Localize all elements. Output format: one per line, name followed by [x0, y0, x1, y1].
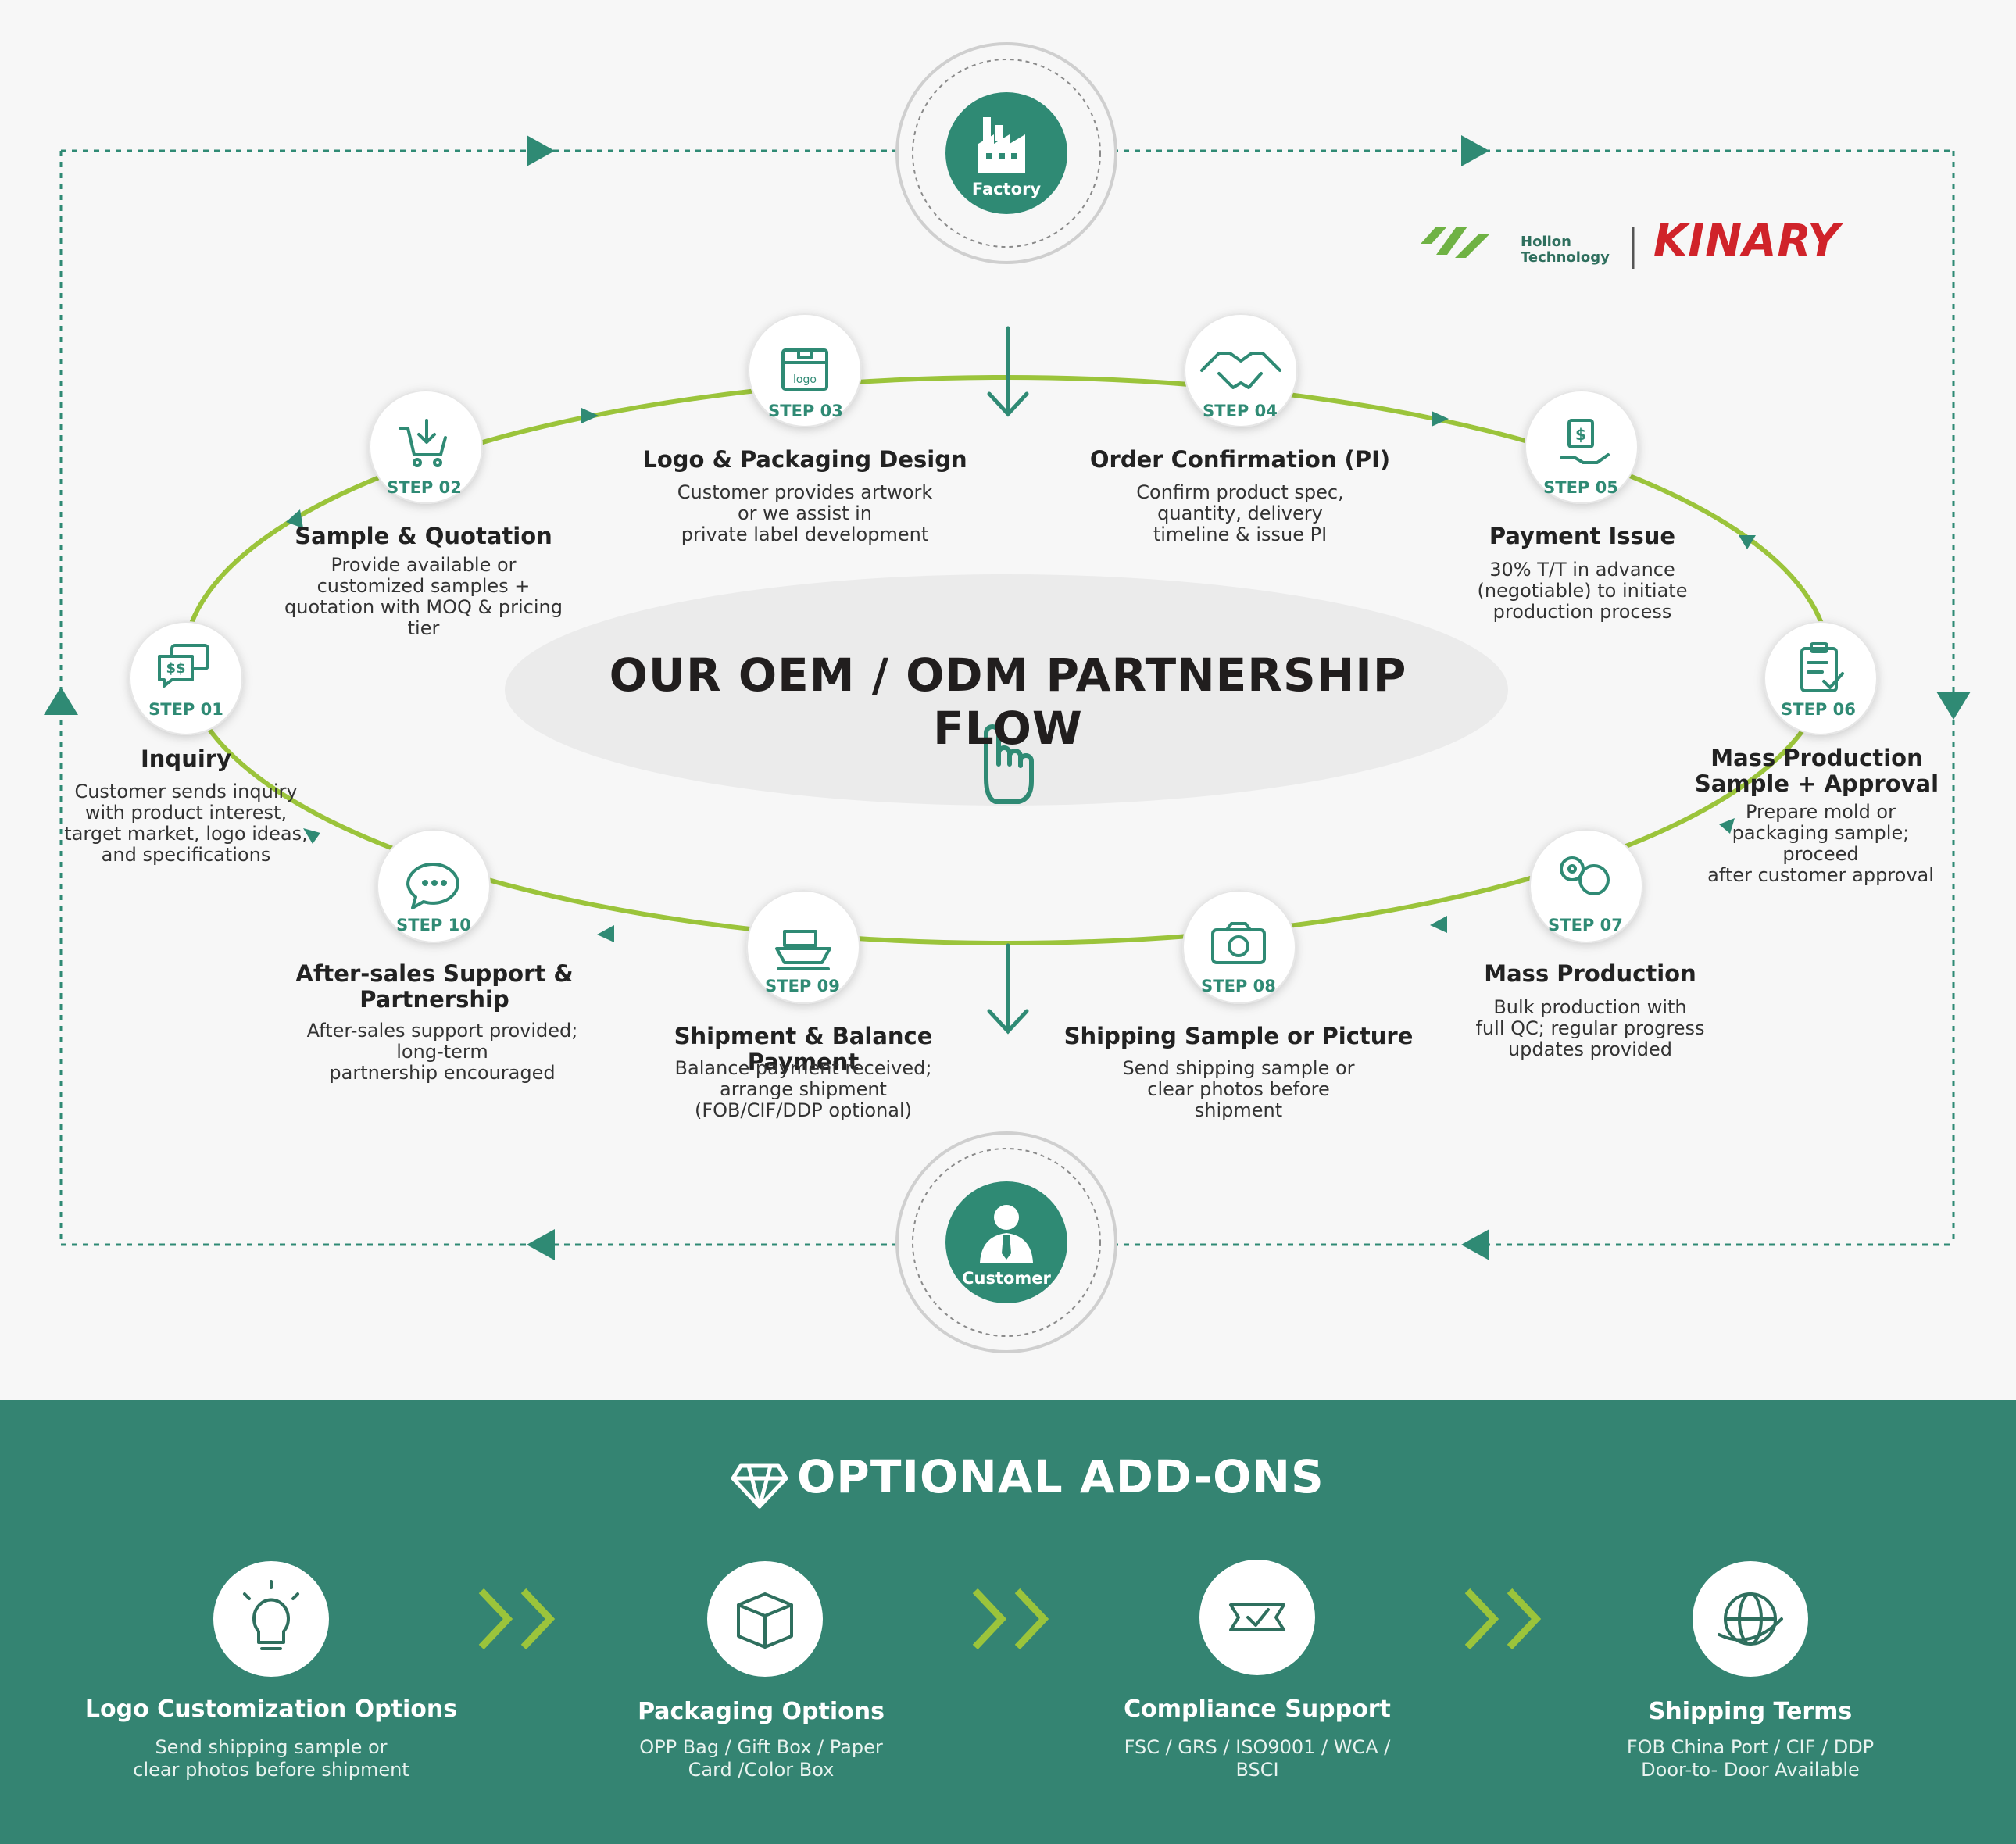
step-title: Order Confirmation (PI) [1089, 446, 1391, 473]
step-title: Mass Production Sample + Approval [1694, 745, 1939, 797]
step-number: STEP 08 [1201, 977, 1276, 995]
diamond-icon [731, 1463, 788, 1509]
chat-dollar-icon [158, 644, 209, 688]
factory-hub [895, 42, 1117, 264]
logo-box-icon [781, 348, 828, 391]
svg-text:$$: $$ [166, 660, 185, 677]
camera-icon [1211, 922, 1266, 964]
step-title: Mass Production [1484, 960, 1696, 987]
step-description: Provide available or customized samples … [284, 554, 563, 639]
brand-kinary: KINARY [1653, 216, 1840, 266]
step-description: Customer provides artwork or we assist i… [677, 481, 933, 545]
addon-title: Packaging Options [638, 1698, 885, 1725]
step-title: After-sales Support & Partnership [295, 960, 574, 1013]
cart-download-icon [399, 419, 447, 467]
factory-label: Factory [971, 180, 1042, 198]
center-oval [505, 574, 1508, 806]
addon-title: Compliance Support [1124, 1696, 1391, 1723]
step-description: 30% T/T in advance (negotiable) to initi… [1477, 559, 1688, 623]
step-description: Prepare mold or packaging sample; procee… [1707, 801, 1934, 886]
addon-description: FSC / GRS / ISO9001 / WCA / BSCI [1124, 1736, 1391, 1781]
step-title: Sample & Quotation [295, 523, 552, 549]
ship-icon [775, 930, 831, 970]
step-description: Bulk production with full QC; regular pr… [1475, 996, 1705, 1060]
clipboard-check-icon [1800, 642, 1844, 692]
step-title: Inquiry [141, 745, 231, 772]
hand-pointer-icon [984, 724, 1034, 804]
step-number: STEP 05 [1543, 478, 1618, 497]
page-title: OUR OEM / ODM PARTNERSHIP FLOW [609, 649, 1407, 755]
step-number: STEP 07 [1548, 916, 1623, 935]
step-number: STEP 03 [768, 402, 843, 420]
step-number: STEP 10 [396, 916, 471, 935]
badge-check-icon [1229, 1603, 1285, 1631]
svg-text:logo: logo [793, 373, 817, 386]
customer-hub [895, 1131, 1117, 1353]
brand-hollon-line1: Hollon [1521, 234, 1571, 250]
step-description: Balance payment received; arrange shipme… [674, 1057, 932, 1121]
payment-hand-icon [1560, 419, 1610, 464]
addon-circles [213, 1560, 1808, 1677]
addon-title: Logo Customization Options [84, 1696, 458, 1723]
addons-graphics [213, 1463, 1808, 1677]
customer-label: Customer [962, 1269, 1051, 1288]
addon-description: FOB China Port / CIF / DDP Door-to- Door… [1626, 1736, 1875, 1781]
hub-arrows [987, 326, 1029, 1035]
addon-title: Shipping Terms [1648, 1698, 1853, 1725]
addon-description: OPP Bag / Gift Box / Paper Card /Color B… [639, 1736, 883, 1781]
step-number: STEP 04 [1203, 402, 1278, 420]
box-icon [737, 1592, 793, 1649]
handshake-icon [1200, 352, 1281, 389]
addon-description: Send shipping sample or clear photos bef… [133, 1736, 409, 1781]
brand-hollon-line2: Technology [1521, 249, 1610, 266]
outer-loop-arrows [44, 135, 1971, 1260]
step-title: Shipment & Balance Payment [674, 1023, 933, 1075]
step-description: Customer sends inquiry with product inte… [64, 781, 308, 866]
addons-title: OPTIONAL ADD-ONS [797, 1450, 1324, 1503]
hollon-logo-mark [1421, 227, 1489, 258]
step-title: Logo & Packaging Design [642, 446, 967, 473]
step-number: STEP 09 [765, 977, 840, 995]
step-title: Payment Issue [1489, 523, 1676, 549]
step-description: Confirm product spec, quantity, delivery… [1136, 481, 1344, 545]
step-number: STEP 01 [148, 700, 223, 719]
flow-diagram: logo $ $$ [44, 42, 1971, 1353]
support-chat-icon [406, 863, 459, 909]
gears-icon [1560, 856, 1610, 895]
step-number: STEP 06 [1781, 700, 1856, 719]
step-title: Shipping Sample or Picture [1063, 1023, 1414, 1049]
cycle-arrows [286, 408, 1756, 942]
step-description: Send shipping sample or clear photos bef… [1122, 1057, 1355, 1121]
step-number: STEP 02 [387, 478, 462, 497]
globe-plane-icon [1718, 1592, 1783, 1646]
svg-text:$: $ [1575, 425, 1586, 444]
addon-chevrons [478, 1588, 1542, 1650]
step-circles [129, 313, 1878, 1004]
optional-addons-section: OPTIONAL ADD-ONS Logo Customization Opti… [0, 1400, 2016, 1844]
lightbulb-icon [243, 1580, 299, 1650]
step-description: After-sales support provided; long-term … [306, 1020, 578, 1084]
